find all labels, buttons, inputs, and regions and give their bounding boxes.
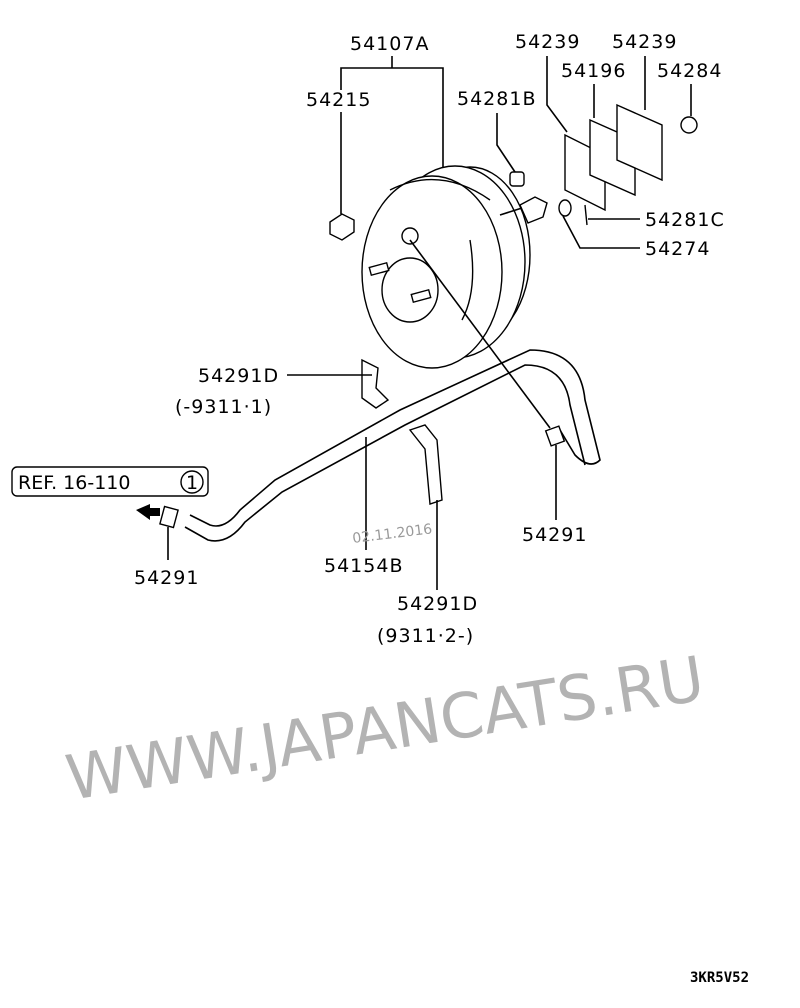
callout-54239-right: 54239: [612, 31, 677, 53]
vacuum-hose-drawing: [189, 349, 601, 527]
callout-54291D-lower: 54291D: [397, 593, 478, 615]
bracket-lower-drawing: [408, 424, 443, 505]
reference-link[interactable]: REF. 16-110 1: [11, 466, 209, 497]
callout-54215: 54215: [306, 89, 371, 111]
watermark: WWW.JAPANCATS.RU: [61, 642, 709, 815]
callout-54274: 54274: [645, 238, 710, 260]
callout-54239-left: 54239: [515, 31, 580, 53]
callout-54291D-lower-note: (9311·2-): [377, 625, 474, 647]
callout-54291D-upper-note: (-9311·1): [175, 396, 272, 418]
brake-booster-drawing: [361, 165, 548, 369]
callout-54107A: 54107A: [350, 33, 429, 55]
washer-drawing: [558, 199, 572, 217]
nut-54284-drawing: [680, 116, 698, 134]
diagram-code: 3KR5V52: [690, 970, 749, 986]
callout-54291-right: 54291: [522, 524, 587, 546]
date-stamp: 02.11.2016: [352, 521, 434, 547]
pin-drawing: [509, 171, 525, 187]
arrow-icon: [136, 504, 160, 520]
callout-54196: 54196: [561, 60, 626, 82]
bracket-upper-drawing: [361, 358, 390, 409]
callout-54284: 54284: [657, 60, 722, 82]
clip-drawing: [584, 204, 588, 226]
reference-label: REF. 16-110: [18, 472, 130, 494]
callout-54291-left: 54291: [134, 567, 199, 589]
callout-54154B: 54154B: [324, 555, 403, 577]
gasket-right-drawing: [616, 103, 663, 182]
callout-54291D-upper: 54291D: [198, 365, 279, 387]
reference-circled-number: 1: [186, 472, 198, 494]
leader-lines: [167, 56, 692, 590]
clamp-right-drawing: [544, 425, 566, 447]
callout-54281C: 54281C: [645, 209, 725, 231]
callout-54281B: 54281B: [457, 88, 536, 110]
clamp-left-drawing: [159, 505, 179, 529]
nut-54215-drawing: [329, 213, 355, 241]
